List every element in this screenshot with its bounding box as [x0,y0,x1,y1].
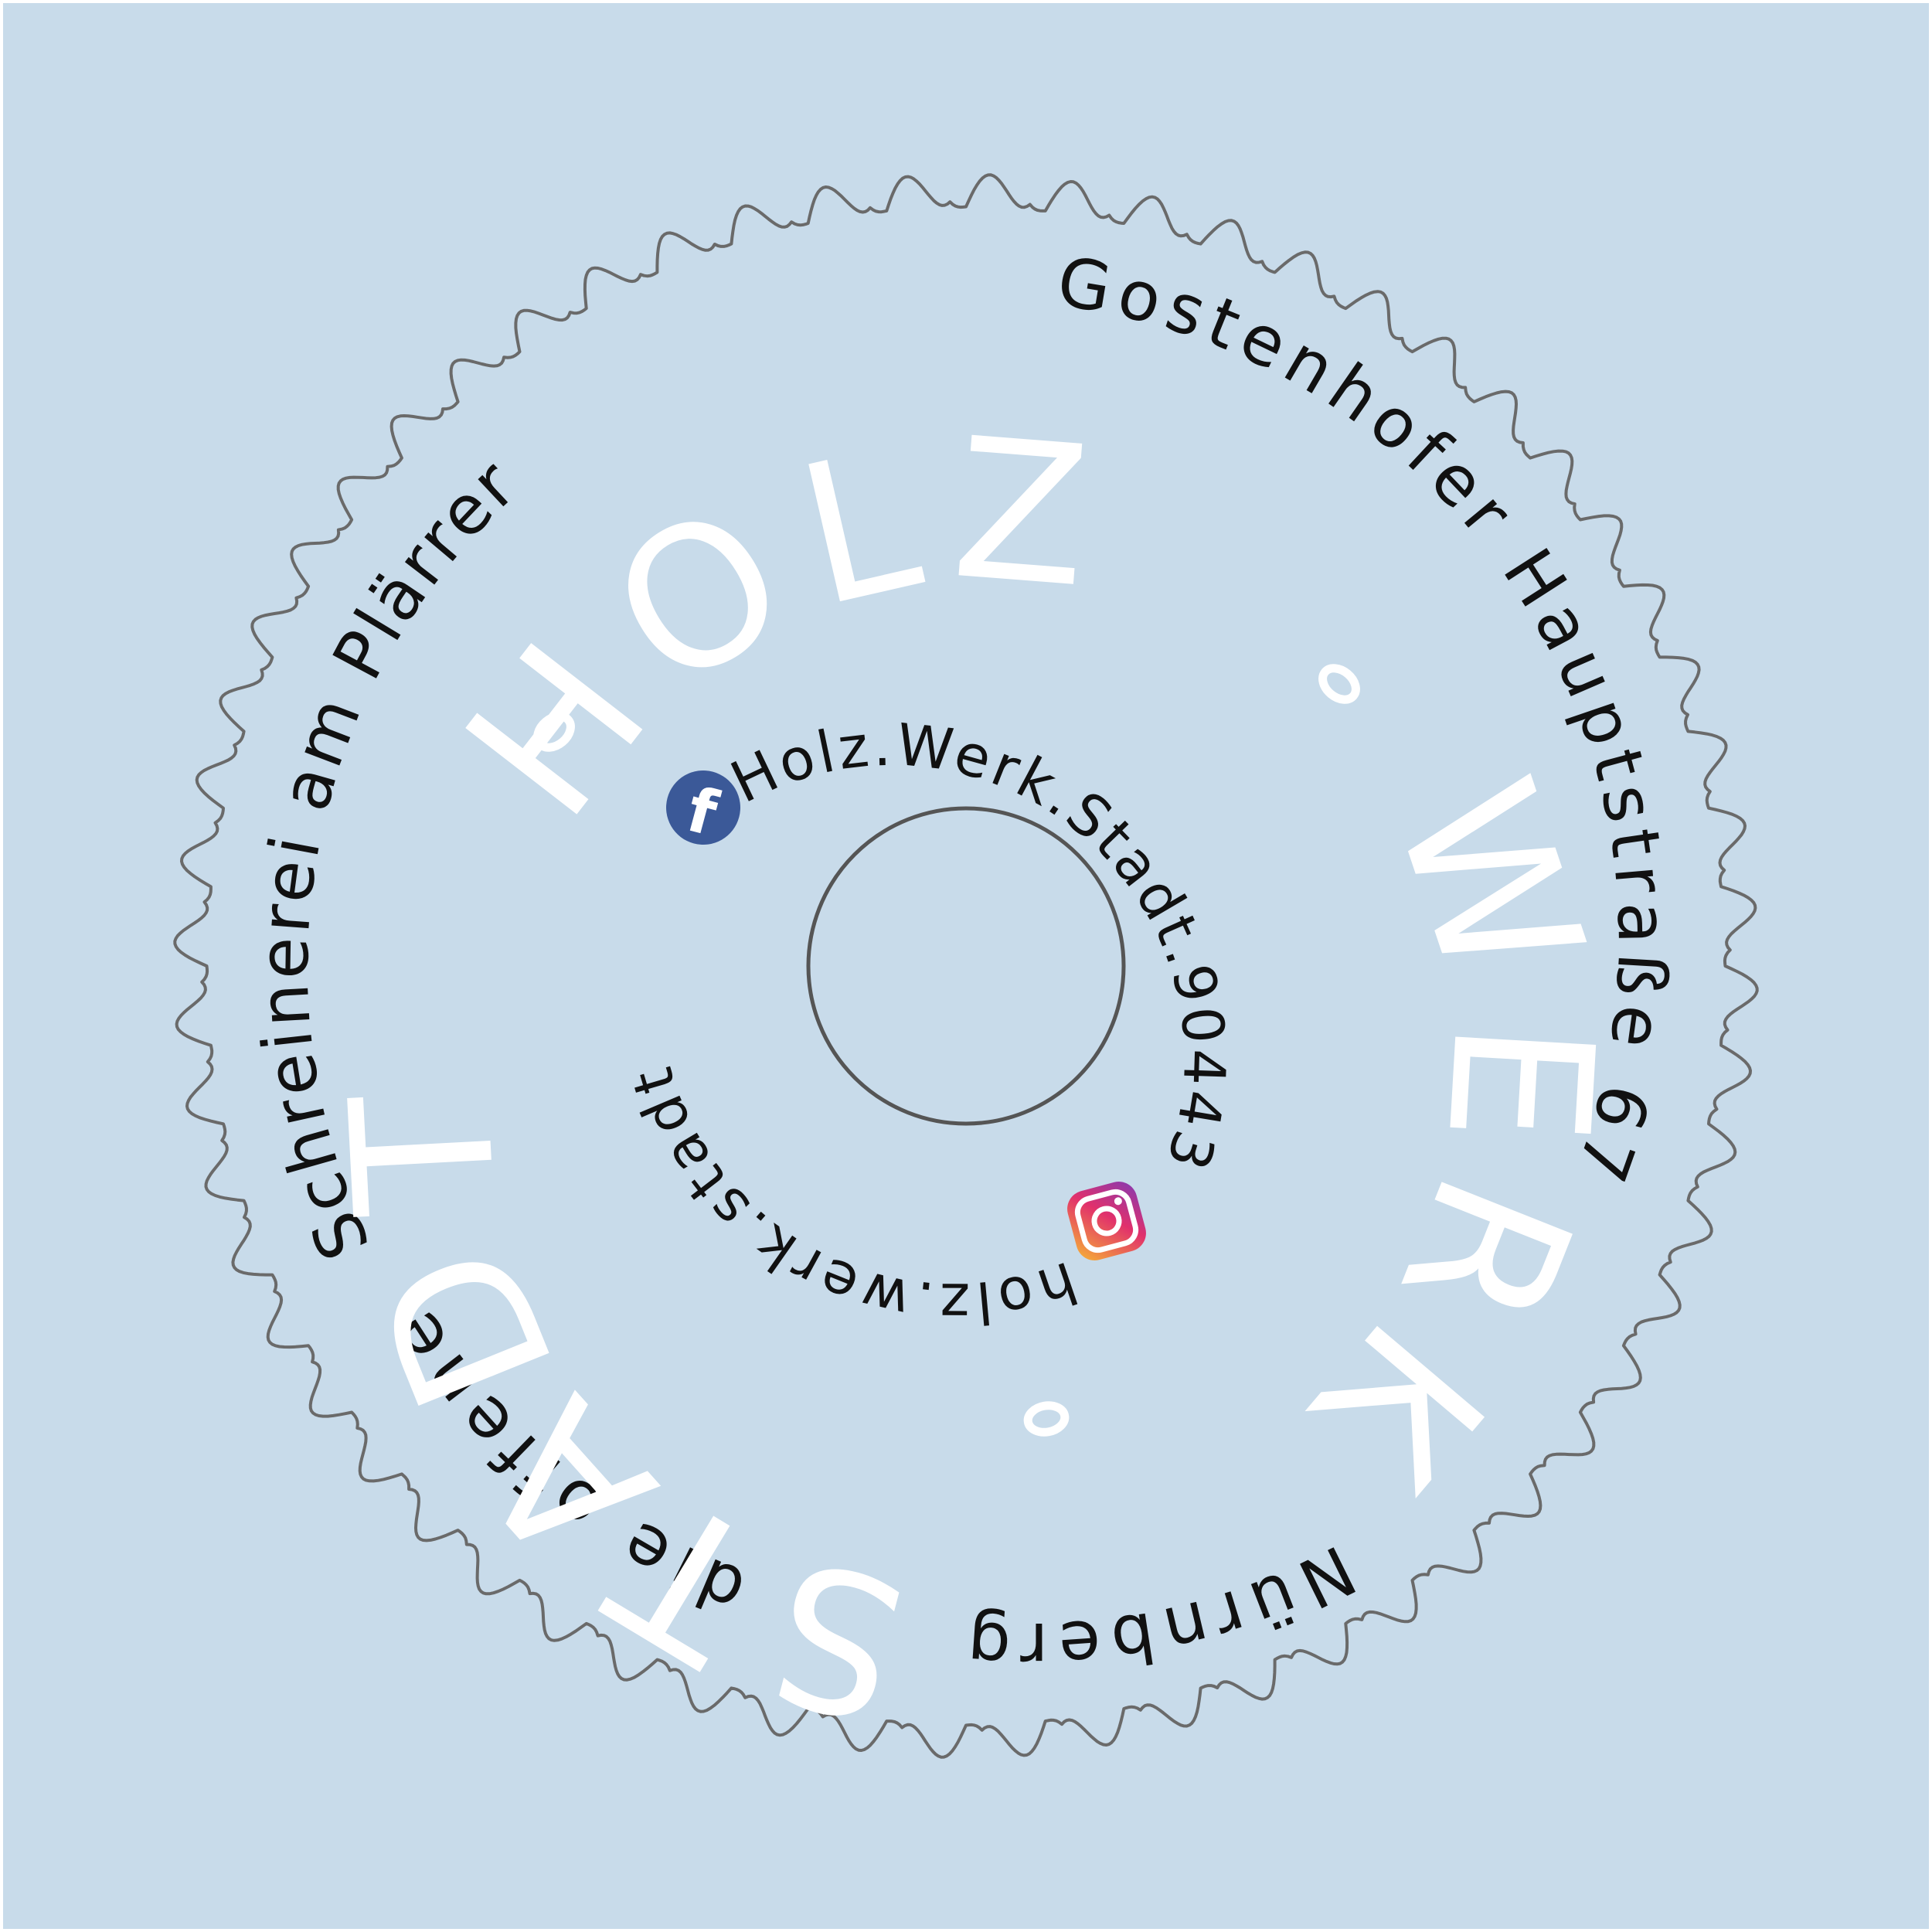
arbor-hole [806,806,1126,1126]
instagram-icon[interactable] [1063,1178,1151,1265]
saw-blade-outline [173,173,1759,1759]
facebook-icon[interactable]: f [657,762,749,855]
separator-ring-bottom [1023,1401,1070,1437]
separator-ring-right [1318,664,1360,704]
separator-ring-left [533,712,575,752]
